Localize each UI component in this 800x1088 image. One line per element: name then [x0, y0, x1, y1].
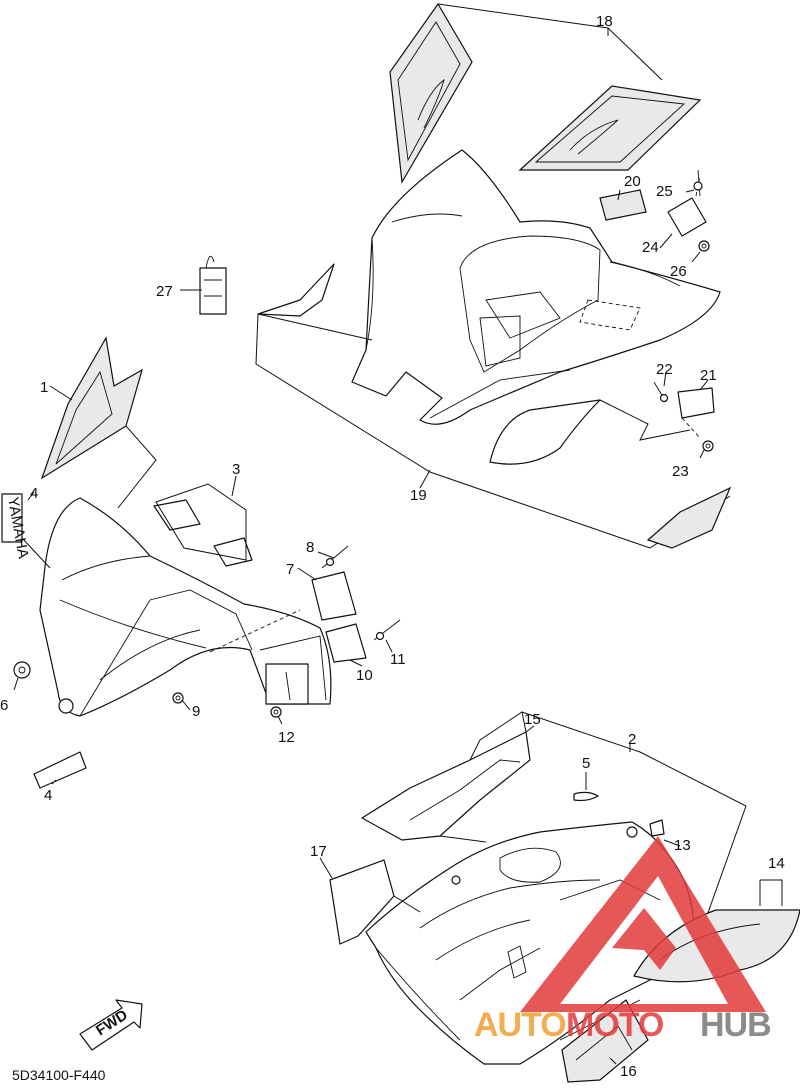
rear-decal-right [518, 85, 702, 171]
callout-12: 12 [278, 729, 295, 746]
callout-21: 21 [700, 367, 717, 384]
front-fender-group: YAMAHA [1, 336, 401, 789]
plate-10 [325, 623, 367, 663]
nut-9 [172, 692, 184, 704]
callout-23: 23 [672, 463, 689, 480]
side-panel-17 [329, 859, 395, 945]
callout-16: 16 [620, 1063, 637, 1080]
callout-13: 13 [674, 837, 691, 854]
catalog-code: 5D34100-F440 [12, 1067, 106, 1083]
watermark-text-hub: HUB [700, 1006, 771, 1044]
grommet-6 [13, 661, 31, 679]
callout-26: 26 [670, 263, 687, 280]
fwd-arrow: FWD [79, 999, 143, 1051]
callout-7: 7 [286, 561, 294, 578]
callout-8: 8 [306, 539, 314, 556]
watermark-logo: AUTO MOTO HUB [474, 836, 772, 1044]
watermark-text-moto: MOTO [566, 1006, 664, 1044]
callout-18: 18 [596, 13, 613, 30]
screw-22 [653, 381, 669, 403]
callout-24: 24 [642, 239, 659, 256]
emblem-5 [573, 791, 599, 802]
bracket-plate-21 [677, 387, 715, 439]
callout-25: 25 [656, 183, 673, 200]
screw-8 [321, 545, 349, 569]
yamaha-decal-4-lower [33, 751, 87, 789]
callout-4-upper: 4 [30, 485, 38, 502]
screw-25 [693, 169, 703, 197]
callout-9: 9 [192, 703, 200, 720]
nut-12 [270, 706, 282, 718]
front-fender [39, 497, 332, 717]
callout-15: 15 [524, 711, 541, 728]
callout-27: 27 [156, 283, 173, 300]
watermark-text-auto: AUTO [474, 1006, 566, 1044]
callout-19: 19 [410, 487, 427, 504]
callout-17: 17 [310, 843, 327, 860]
yamaha-decal-4-side: YAMAHA [1, 493, 32, 560]
rear-fender [351, 149, 721, 425]
leader-2-bracket [521, 711, 747, 925]
callout-5: 5 [582, 755, 590, 772]
callout-3: 3 [232, 461, 240, 478]
leader-18 [437, 3, 663, 81]
callout-10: 10 [356, 667, 373, 684]
callout-20: 20 [624, 173, 641, 190]
emblem-20 [599, 189, 647, 221]
callout-4-lower: 4 [44, 787, 52, 804]
callout-11: 11 [390, 651, 406, 668]
side-panel-15 [361, 731, 531, 841]
rear-skirt [489, 399, 601, 465]
screw-11 [373, 619, 401, 641]
front-decal-1 [40, 336, 143, 480]
rear-flap-left [257, 263, 335, 317]
plate-7 [311, 571, 357, 621]
decal-3-upper [153, 499, 201, 531]
callout-2: 2 [628, 731, 636, 748]
watermark-mountain-icon [520, 836, 766, 1012]
bracket-13 [649, 819, 665, 837]
nut-23 [702, 440, 714, 452]
nut-26 [698, 240, 710, 252]
callout-1: 1 [40, 379, 48, 396]
callout-labels: 1 2 3 4 4 5 6 7 8 9 10 11 12 13 14 15 16… [0, 13, 785, 1080]
callout-22: 22 [656, 361, 673, 378]
callout-6: 6 [0, 697, 8, 714]
caution-tag-27 [199, 255, 227, 315]
rear-fender-group [180, 2, 732, 549]
callout-14: 14 [768, 855, 785, 872]
rear-side-decal [646, 486, 732, 549]
